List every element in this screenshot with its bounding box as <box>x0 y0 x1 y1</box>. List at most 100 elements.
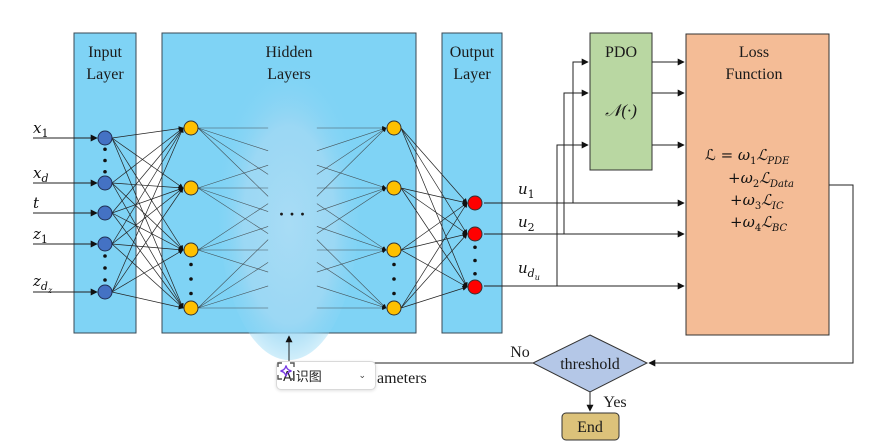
u1-to-pdo-arrow <box>572 58 589 203</box>
output-label: u2 <box>518 213 535 234</box>
connection-edge <box>111 182 184 309</box>
input-label: xd <box>33 164 49 185</box>
network-connections <box>33 125 468 311</box>
connection-edge <box>400 249 468 288</box>
connection-edge <box>111 291 184 310</box>
update-parameters-label: ameters <box>377 370 427 387</box>
hidden-layers-glow <box>219 60 359 360</box>
input-node <box>97 284 113 300</box>
connection-edge <box>400 286 468 309</box>
connection-edge <box>111 126 184 139</box>
ellipsis-dot <box>473 271 477 276</box>
hidden-node <box>183 242 199 258</box>
connection-edge <box>111 243 184 253</box>
no-label: No <box>510 344 530 361</box>
connection-edge <box>111 212 184 251</box>
ellipsis-dot <box>103 254 107 258</box>
input-node <box>97 130 113 146</box>
hidden-layers-title-1: Hidden <box>265 44 312 61</box>
sparkle-scan-icon <box>277 362 295 380</box>
connection-edge <box>197 262 269 309</box>
input-node <box>97 236 113 252</box>
network-nodes <box>97 120 483 316</box>
output-label: u1 <box>518 180 535 201</box>
ai-image-recognition-button[interactable]: AI识图 ⌄ <box>276 361 376 390</box>
connection-edge <box>111 127 184 293</box>
ellipsis-dot <box>103 147 107 152</box>
connection-edge <box>111 137 184 189</box>
output-node <box>467 226 483 242</box>
connection-edge <box>197 127 269 197</box>
connection-edge <box>400 202 468 251</box>
connection-edge <box>197 226 269 251</box>
output-node <box>467 279 483 295</box>
connection-edge <box>400 187 468 205</box>
connection-edge <box>400 127 468 235</box>
input-layer-title-1: Input <box>88 44 122 61</box>
chevron-down-icon[interactable]: ⌄ <box>358 370 366 381</box>
hidden-node <box>386 180 402 196</box>
ai-image-recognition-label: AI识图 <box>283 370 322 385</box>
connection-edge <box>111 127 184 214</box>
hidden-ellipsis: · · · <box>278 204 305 224</box>
loss-term: +ω3ℒIC <box>730 191 784 212</box>
connection-edge <box>111 243 184 309</box>
connection-edge <box>400 202 468 309</box>
ellipsis-dot <box>103 278 107 282</box>
hidden-node <box>183 180 199 196</box>
connection-edge <box>197 203 269 251</box>
connection-edge <box>197 239 269 309</box>
connection-edge <box>197 249 269 273</box>
connection-edge <box>197 285 269 309</box>
connection-edge <box>316 127 387 175</box>
connection-edge <box>400 233 468 309</box>
connection-edge <box>111 127 184 184</box>
connection-edge <box>111 249 184 293</box>
hidden-node <box>183 120 199 136</box>
connection-edge <box>316 187 387 212</box>
output-routing <box>285 58 854 412</box>
connection-edge <box>400 127 468 204</box>
connection-edge <box>111 137 184 251</box>
hidden-node <box>386 300 402 316</box>
loss-term: +ω4ℒBC <box>730 213 788 234</box>
connection-edge <box>316 262 387 309</box>
connection-edge <box>197 164 269 189</box>
threshold-decision <box>531 334 649 393</box>
loss-formula: ℒ = ω1ℒPDE+ω2ℒData+ω3ℒIC+ω4ℒBC <box>705 146 794 234</box>
ellipsis-dot <box>473 258 477 263</box>
connection-edge <box>111 187 184 245</box>
ud-to-pdo-arrow <box>556 141 589 286</box>
end-box <box>561 412 620 441</box>
connection-edge <box>111 182 184 251</box>
output-node <box>467 195 483 211</box>
loss-term: +ω2ℒData <box>728 169 794 190</box>
connection-edge <box>316 127 387 197</box>
connection-edge <box>316 164 387 189</box>
connection-edge <box>197 187 269 234</box>
connection-edge <box>400 232 468 251</box>
output-layer-title-2: Layer <box>453 66 491 83</box>
connection-edge <box>111 187 184 293</box>
connection-edge <box>111 187 184 214</box>
connection-edge <box>400 187 468 235</box>
ellipsis-dot <box>392 262 396 267</box>
hidden-layers-title-2: Layers <box>267 66 311 83</box>
connection-edge <box>316 187 387 234</box>
connection-edge <box>316 203 387 251</box>
pdo-box <box>589 32 653 171</box>
end-label: End <box>577 419 603 436</box>
ellipsis-dot <box>189 262 193 267</box>
hidden-node <box>386 120 402 136</box>
ellipsis-dot <box>473 245 477 250</box>
connection-edge <box>111 212 184 309</box>
connection-edge <box>400 187 468 288</box>
connection-edge <box>197 187 269 212</box>
input-label: x1 <box>33 119 48 140</box>
loss-title-2: Function <box>726 66 783 83</box>
ellipsis-dot <box>392 277 396 281</box>
ellipsis-dot <box>103 266 107 270</box>
